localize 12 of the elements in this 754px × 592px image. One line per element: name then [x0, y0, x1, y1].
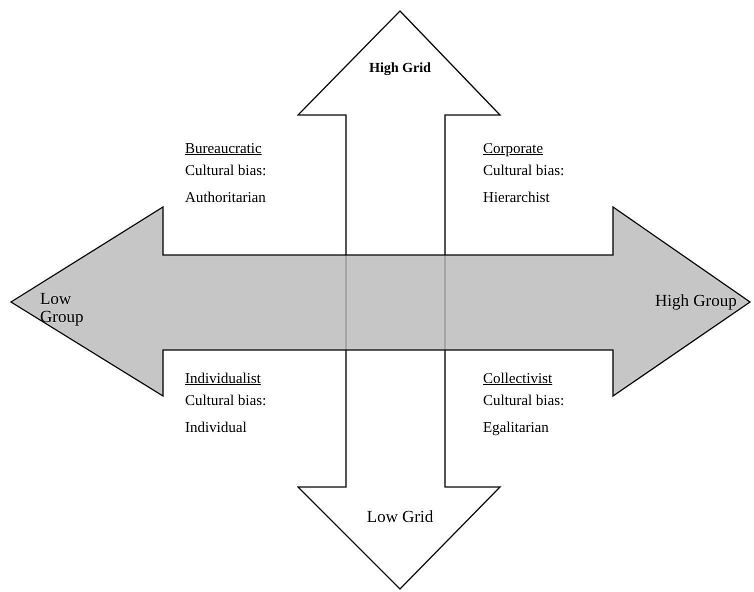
quadrant-description: Cultural bias: Individual — [185, 392, 268, 438]
quadrant-description: Cultural bias: Egalitarian — [483, 392, 566, 438]
quadrant-heading: Individualist — [185, 370, 261, 388]
quadrant-description: Cultural bias: Hierarchist — [483, 162, 566, 208]
quadrant-description: Cultural bias: Authoritarian — [185, 162, 268, 208]
axis-label: Low Group — [40, 290, 84, 326]
axis-label: High Grid — [368, 62, 432, 77]
quadrant-heading: Collectivist — [483, 370, 552, 388]
axis-label: Low Grid — [366, 508, 434, 526]
quadrant-heading: Corporate — [483, 140, 543, 158]
quadrant-heading: Bureaucratic — [185, 140, 262, 158]
axis-label: High Group — [655, 292, 738, 310]
